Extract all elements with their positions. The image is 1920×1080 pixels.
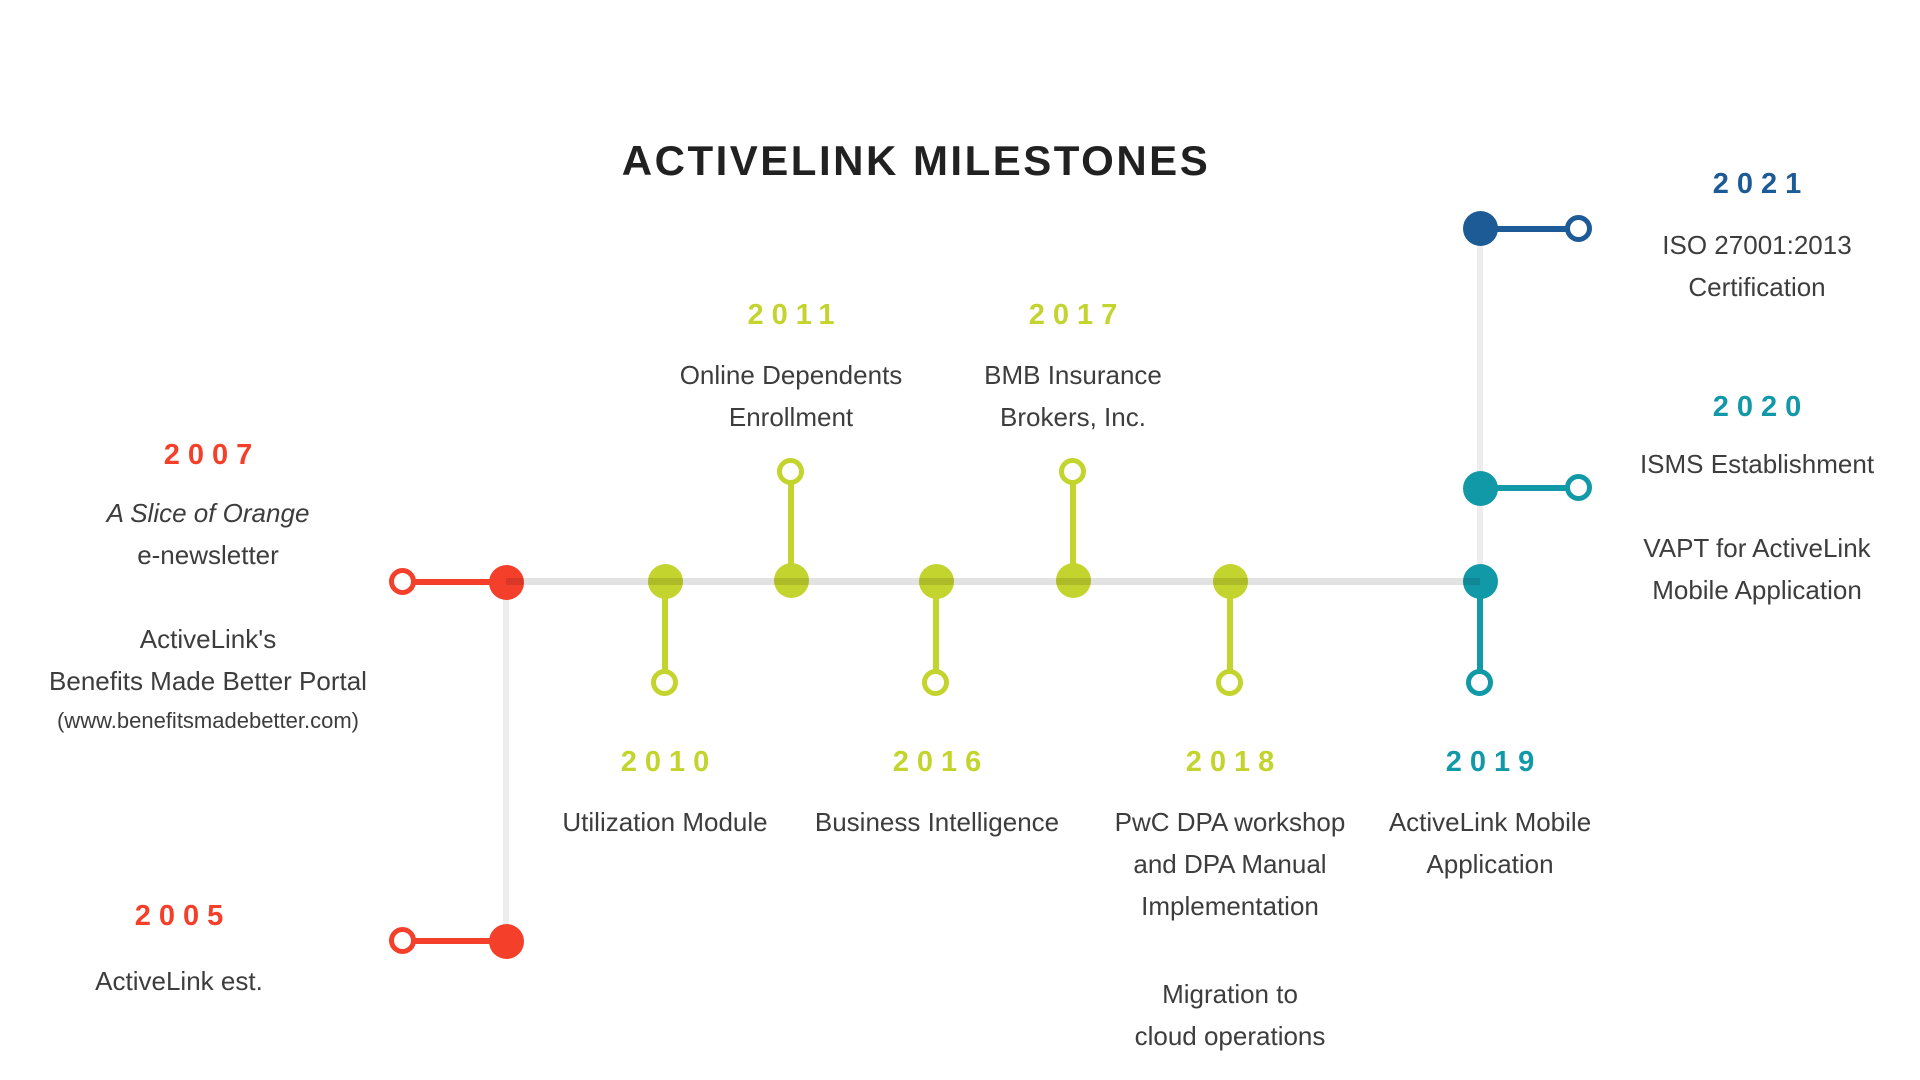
stem-2019 — [1477, 581, 1483, 683]
timeline-branch-line-right — [1477, 228, 1483, 582]
stem-2017 — [1070, 472, 1076, 581]
spacer — [1547, 485, 1920, 527]
milestone-ring-2020 — [1565, 474, 1592, 501]
stem-2011 — [788, 472, 794, 581]
milestone-ring-2016 — [922, 669, 949, 696]
milestone-2018-block: 2018 PwC DPA workshop and DPA Manual Imp… — [1020, 744, 1440, 1057]
milestone-year: 2007 — [163, 439, 261, 471]
milestone-2016-block: 2016 Business Intelligence — [727, 744, 1147, 843]
milestone-dot-2005 — [488, 923, 524, 959]
milestone-2011-block: 2011 Online Dependents Enrollment — [581, 297, 1001, 438]
milestone-text: and DPA Manual — [1133, 849, 1327, 879]
milestone-text: ActiveLink Mobile — [1388, 807, 1592, 837]
milestone-year: 2010 — [620, 746, 718, 778]
milestone-ring-2021 — [1565, 215, 1592, 242]
milestone-ring-2017 — [1059, 458, 1086, 485]
milestone-dot-2019 — [1462, 563, 1498, 599]
milestone-text: Migration to — [1162, 979, 1298, 1009]
milestone-dot-2011 — [773, 562, 809, 598]
milestone-text: Application — [1426, 849, 1554, 879]
stem-2018 — [1227, 580, 1233, 683]
timeline-horizontal-line — [506, 578, 1480, 585]
milestone-year: 2019 — [1445, 746, 1543, 778]
connector-2007 — [403, 579, 506, 585]
milestone-text: Brokers, Inc. — [1000, 402, 1146, 432]
milestone-dot-2021 — [1462, 210, 1498, 246]
milestone-ring-2005 — [389, 927, 416, 954]
milestone-text: ActiveLink's — [139, 624, 277, 654]
milestone-text: Mobile Application — [1652, 575, 1862, 605]
milestone-text: Certification — [1688, 272, 1826, 302]
milestone-ring-2018 — [1216, 669, 1243, 696]
milestone-2020-block: 2020 ISMS Establishment VAPT for ActiveL… — [1547, 389, 1920, 611]
milestone-year: 2011 — [747, 299, 843, 331]
milestone-2010-block: 2010 Utilization Module — [455, 744, 875, 843]
stem-2016 — [933, 580, 939, 683]
milestone-2007-block: 2007 A Slice of Orange e-newsletter Acti… — [0, 437, 418, 740]
milestone-dot-2016 — [918, 563, 954, 599]
milestone-year: 2016 — [892, 746, 990, 778]
spacer — [1020, 927, 1440, 973]
milestone-year: 2018 — [1185, 746, 1283, 778]
milestone-dot-2010 — [647, 563, 683, 599]
connector-2005 — [403, 938, 506, 944]
milestone-ring-2010 — [651, 669, 678, 696]
connector-2021 — [1480, 226, 1579, 232]
milestone-year: 2020 — [1712, 391, 1810, 423]
milestone-text: e-newsletter — [137, 540, 279, 570]
milestone-2005-block: 2005 ActiveLink est. — [0, 898, 389, 1002]
milestone-dot-2017 — [1055, 562, 1091, 598]
milestone-text: BMB Insurance — [984, 360, 1162, 390]
milestone-ring-2011 — [777, 458, 804, 485]
milestone-text: cloud operations — [1134, 1021, 1326, 1051]
milestone-year: 2017 — [1028, 299, 1126, 331]
timeline-branch-line-left — [503, 582, 509, 941]
milestone-text: ActiveLink est. — [95, 966, 263, 996]
milestone-text: Benefits Made Better Portal — [49, 666, 367, 696]
milestone-dot-2018 — [1212, 563, 1248, 599]
milestone-text: Implementation — [1141, 891, 1319, 921]
milestone-text: ISO 27001:2013 — [1662, 230, 1852, 260]
milestone-text: PwC DPA workshop — [1114, 807, 1346, 837]
milestone-year: 2005 — [134, 900, 232, 932]
milestone-2021-block: 2021 ISO 27001:2013 Certification — [1547, 166, 1920, 308]
page-title: ACTIVELINK MILESTONES — [621, 137, 1211, 184]
milestone-ring-2019 — [1466, 669, 1493, 696]
milestone-text: VAPT for ActiveLink — [1643, 533, 1871, 563]
milestone-2017-block: 2017 BMB Insurance Brokers, Inc. — [863, 297, 1283, 438]
milestone-2019-block: 2019 ActiveLink Mobile Application — [1280, 744, 1700, 885]
milestone-text: A Slice of Orange — [106, 498, 310, 528]
milestone-text: Business Intelligence — [814, 807, 1060, 837]
milestone-text: Utilization Module — [562, 807, 768, 837]
milestone-text: (www.benefitsmadebetter.com) — [56, 708, 360, 733]
milestone-year: 2021 — [1712, 168, 1810, 200]
connector-2020 — [1480, 485, 1579, 491]
milestone-dot-2020 — [1462, 470, 1498, 506]
milestone-dot-2007 — [488, 564, 524, 600]
milestone-text: ISMS Establishment — [1639, 449, 1875, 479]
milestone-text: Online Dependents — [679, 360, 903, 390]
stem-2010 — [662, 580, 668, 683]
spacer — [0, 576, 418, 618]
milestone-ring-2007 — [389, 568, 416, 595]
milestone-text: Enrollment — [728, 402, 854, 432]
